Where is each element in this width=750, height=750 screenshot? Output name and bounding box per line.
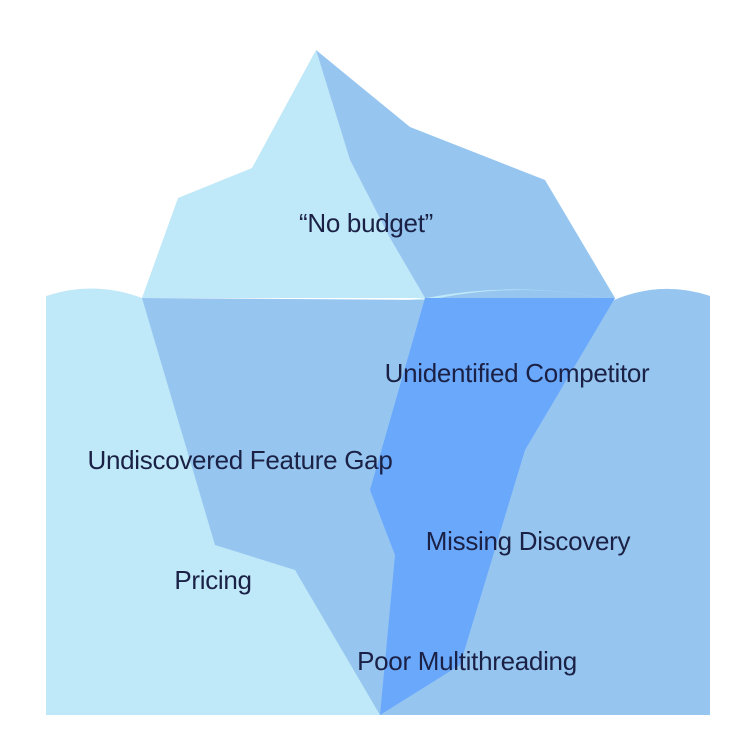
- iceberg-tip-left-face: [142, 50, 425, 298]
- label-poor-multithreading: Poor Multithreading: [357, 646, 577, 676]
- label-pricing: Pricing: [174, 565, 251, 595]
- label-undiscovered-feature-gap: Undiscovered Feature Gap: [88, 445, 393, 475]
- label-missing-discovery: Missing Discovery: [426, 526, 631, 556]
- label-no-budget: “No budget”: [299, 208, 433, 238]
- iceberg-underwater-mass: [142, 298, 430, 715]
- iceberg-tip-right-face: [316, 50, 615, 298]
- iceberg-deep-core: [370, 298, 615, 715]
- label-unidentified-competitor: Unidentified Competitor: [385, 358, 650, 388]
